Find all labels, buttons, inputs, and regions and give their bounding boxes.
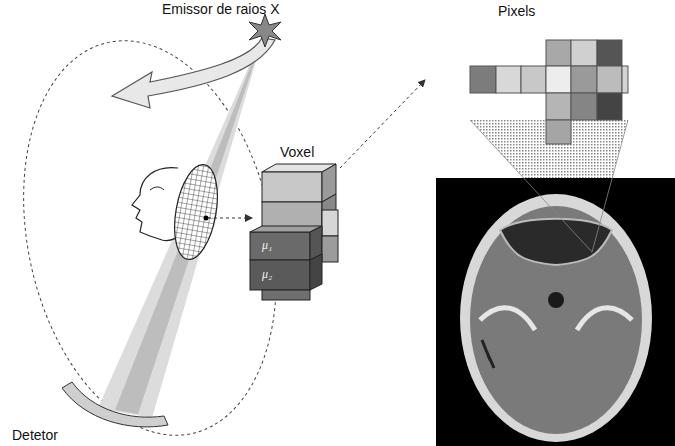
pixel-grid	[470, 40, 628, 144]
emitter-label: Emissor de raios X	[162, 1, 279, 17]
ct-image	[436, 178, 675, 446]
sinus	[500, 219, 612, 265]
pixels-label: Pixels	[498, 3, 535, 19]
voxel-blocks	[250, 164, 338, 300]
voxel-dot	[204, 216, 209, 221]
leader-arrow	[340, 80, 425, 168]
eye	[150, 187, 164, 190]
zoom-edge	[470, 120, 628, 252]
petrous-bone	[480, 308, 632, 330]
foramen	[548, 292, 564, 308]
attenuation-label: μ₂	[262, 268, 272, 282]
detector	[62, 382, 168, 427]
scan-slice	[168, 161, 224, 262]
mastoid	[482, 340, 494, 368]
skull	[460, 194, 652, 442]
rotation-arrow	[112, 38, 275, 108]
detector-label: Detetor	[12, 427, 58, 443]
voxel-label: Voxel	[280, 144, 314, 160]
brain	[470, 206, 642, 434]
attenuation-label: μ₁	[262, 239, 272, 253]
leader-arrow	[208, 218, 252, 219]
xray-emitter	[249, 14, 281, 47]
